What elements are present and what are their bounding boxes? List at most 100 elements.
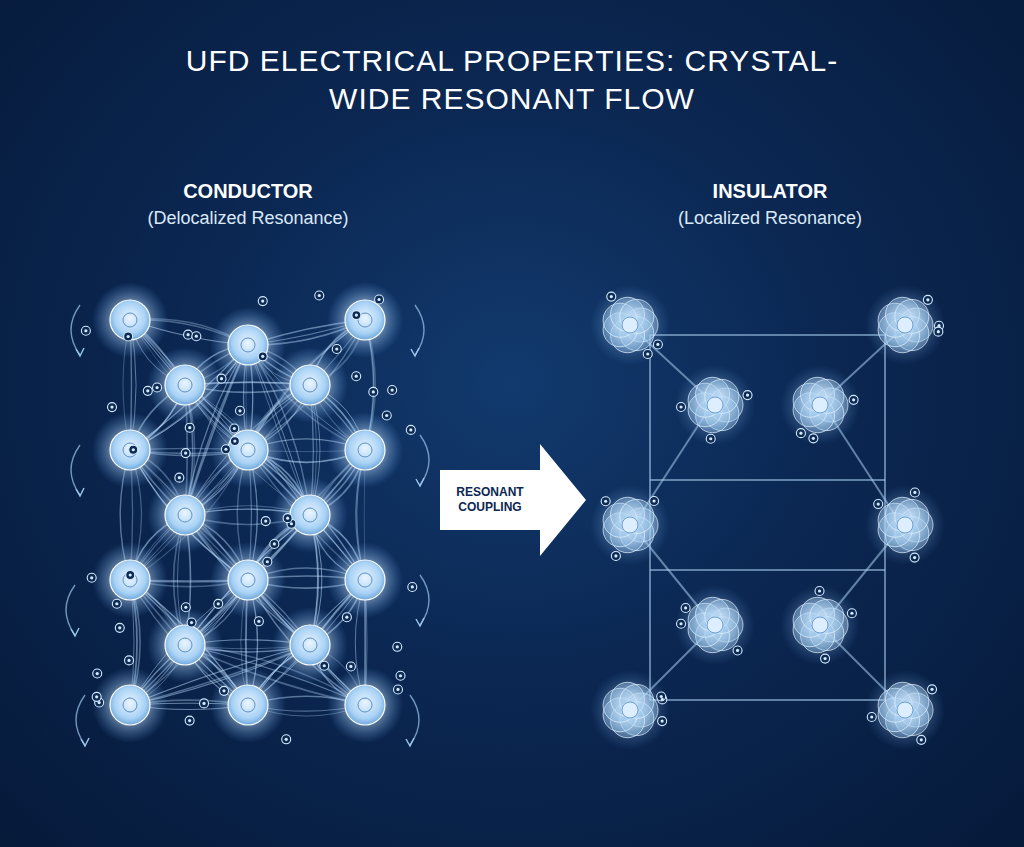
electron-core — [178, 476, 181, 479]
electron-core — [646, 352, 649, 355]
electron-core — [233, 439, 236, 442]
electron — [917, 735, 926, 744]
nucleus — [358, 573, 372, 587]
electron-core — [877, 502, 880, 505]
electron — [601, 497, 610, 506]
nucleus — [178, 378, 192, 392]
nucleus — [178, 508, 192, 522]
electron — [607, 292, 616, 301]
atom-glow — [327, 542, 403, 618]
insulator-clusters — [590, 285, 945, 750]
electron-core — [318, 294, 321, 297]
panel-subheading: (Delocalized Resonance) — [48, 208, 448, 229]
electron — [733, 646, 742, 655]
electron — [369, 387, 378, 396]
electrons — [81, 291, 943, 744]
electron-core — [335, 347, 338, 350]
atom — [345, 300, 385, 340]
electron — [175, 473, 184, 482]
atom-glow — [210, 542, 286, 618]
nucleus — [358, 698, 372, 712]
atom-cluster — [675, 585, 755, 665]
swirl-arrow — [415, 305, 424, 355]
electron — [393, 642, 402, 651]
arrow-shape: RESONANT COUPLING — [440, 444, 586, 556]
electron — [653, 340, 662, 349]
nucleus — [303, 508, 317, 522]
electron-core — [224, 448, 227, 451]
electron — [382, 411, 391, 420]
electron-core — [913, 491, 916, 494]
electron-core — [238, 409, 241, 412]
electron-core — [266, 560, 269, 563]
electron-core — [823, 657, 826, 660]
electron-core — [345, 616, 348, 619]
electron — [87, 573, 96, 582]
atom — [228, 430, 268, 470]
atom — [165, 365, 205, 405]
electron — [611, 551, 620, 560]
swirl-arrowhead — [81, 738, 89, 746]
electron-core — [127, 659, 130, 662]
electron-core — [127, 335, 130, 338]
swirl-arrow — [66, 585, 75, 635]
electron-core — [372, 390, 375, 393]
nucleus — [303, 638, 317, 652]
electron — [92, 692, 101, 701]
electron — [181, 449, 190, 458]
electron-core — [684, 606, 687, 609]
atom — [345, 685, 385, 725]
atom-glow — [210, 667, 286, 743]
electron — [153, 383, 162, 392]
title: UFD ELECTRICAL PROPERTIES: CRYSTAL-WIDE … — [182, 42, 842, 118]
atom — [228, 560, 268, 600]
electron — [258, 297, 267, 306]
electron — [315, 291, 324, 300]
nucleus — [241, 338, 255, 352]
electron — [124, 332, 133, 341]
electron — [815, 587, 824, 596]
electron-core — [355, 375, 358, 378]
swirl-arrowhead — [411, 348, 419, 356]
swirl-arrowhead — [76, 488, 84, 496]
electron-core — [146, 389, 149, 392]
electron-core — [661, 698, 664, 701]
electron — [342, 613, 351, 622]
electron-core — [746, 394, 749, 397]
electron-core — [110, 406, 113, 409]
nucleus — [707, 617, 723, 633]
electron — [270, 539, 279, 548]
atom-cluster — [865, 670, 945, 750]
cluster-glow — [675, 585, 755, 665]
electron — [214, 599, 223, 608]
panel-heading: CONDUCTOR — [48, 180, 448, 203]
electron-core — [323, 664, 326, 667]
electron — [867, 712, 876, 721]
electron-core — [257, 620, 260, 623]
atom — [345, 560, 385, 600]
nucleus — [897, 702, 913, 718]
electron — [809, 434, 818, 443]
electron-core — [155, 386, 158, 389]
electron-core — [399, 674, 402, 677]
electron — [187, 618, 196, 627]
electron-core — [679, 405, 682, 408]
atom-cluster — [590, 485, 670, 565]
orbital — [895, 684, 929, 718]
nucleus — [897, 517, 913, 533]
electron-core — [604, 500, 607, 503]
electron-core — [118, 626, 121, 629]
atom-glow — [327, 412, 403, 488]
electron-core — [812, 437, 815, 440]
electron-core — [188, 426, 191, 429]
orbital — [895, 499, 929, 533]
swirl-arrow — [420, 575, 429, 625]
electron-core — [852, 398, 855, 401]
electron — [388, 386, 397, 395]
electron-core — [195, 335, 198, 338]
nucleus — [303, 378, 317, 392]
nucleus — [241, 698, 255, 712]
electron-core — [355, 314, 358, 317]
electron-core — [652, 499, 655, 502]
electron — [263, 557, 272, 566]
